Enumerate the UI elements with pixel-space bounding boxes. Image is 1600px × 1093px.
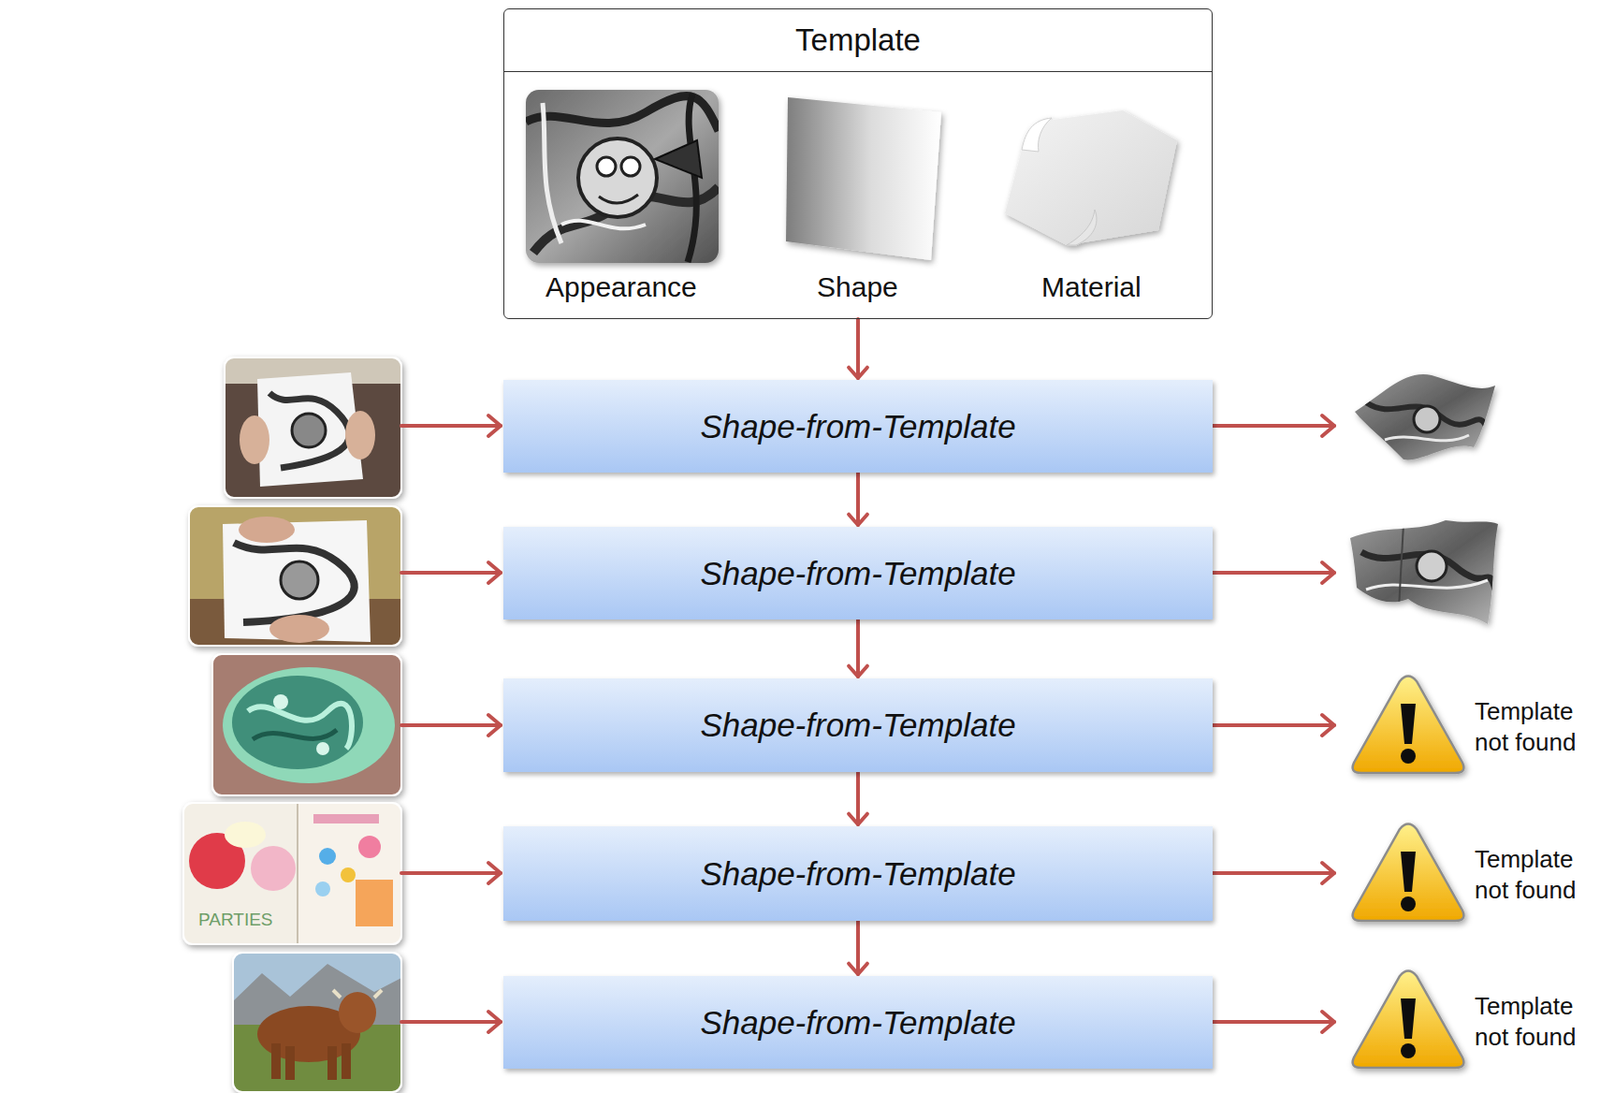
input-photo — [183, 802, 402, 945]
input-photo — [189, 506, 402, 646]
warning-icon — [1352, 971, 1465, 1069]
flow-connector — [848, 472, 868, 525]
input-photo — [232, 952, 402, 1092]
process-box: Shape-from-Template — [503, 379, 1213, 473]
magazine-heading: PARTIES — [198, 909, 274, 931]
appearance-image — [525, 89, 719, 263]
flow-connector — [848, 920, 868, 975]
process-box: Shape-from-Template — [503, 526, 1213, 620]
flow-connector — [848, 319, 868, 379]
material-image — [1004, 110, 1178, 246]
process-box: Shape-from-Template — [503, 678, 1213, 772]
box-label: Shape-from-Template — [684, 1003, 1031, 1042]
flow-connector — [848, 619, 868, 677]
flow-connector — [848, 771, 868, 825]
image-caption: Appearance — [545, 271, 698, 304]
status-note: Template not found — [1474, 990, 1595, 1052]
input-photo — [224, 357, 402, 498]
box-label: Shape-from-Template — [684, 855, 1031, 893]
template-ground — [503, 8, 1213, 320]
input-photo — [212, 654, 402, 796]
process-box: Shape-from-Template — [503, 826, 1213, 921]
process-box: Shape-from-Template — [503, 975, 1213, 1069]
image-caption: Material — [1041, 271, 1142, 304]
box-label: Shape-from-Template — [684, 554, 1031, 593]
panel-title: Template — [504, 9, 1212, 73]
status-note: Template not found — [1474, 843, 1595, 905]
status-note: Template not found — [1474, 696, 1595, 757]
image-caption: Shape — [816, 271, 899, 304]
flow-arrows — [401, 415, 1335, 1033]
output-surface — [1350, 520, 1499, 625]
box-label: Shape-from-Template — [684, 706, 1031, 744]
warning-icon — [1352, 676, 1465, 774]
box-label: Shape-from-Template — [684, 407, 1031, 446]
warning-icon — [1352, 824, 1465, 922]
shape-image — [785, 97, 942, 261]
output-surface — [1354, 374, 1496, 460]
